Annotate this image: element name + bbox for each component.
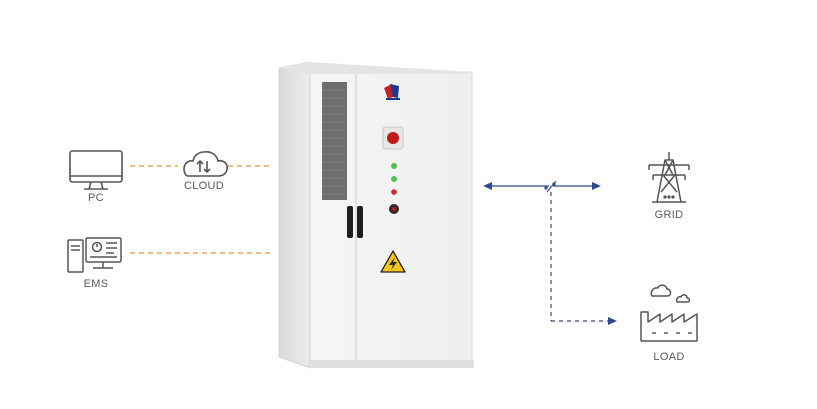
pc-label: PC — [88, 192, 104, 204]
ems-workstation-icon — [67, 237, 122, 273]
indicator-led-1 — [391, 163, 397, 169]
factory-icon — [640, 284, 698, 342]
transmission-tower-icon — [648, 152, 690, 203]
battery-cabinet — [278, 61, 474, 369]
comm-lines — [130, 165, 272, 254]
brand-logo — [384, 84, 400, 100]
power-lines — [483, 180, 617, 325]
cabinet-top — [279, 62, 472, 74]
warning-icon — [380, 250, 406, 273]
door-handle-left — [347, 206, 353, 238]
arrow-load — [608, 317, 617, 325]
arrow-left — [483, 182, 492, 190]
indicator-led-2 — [391, 176, 397, 182]
cloud-sync-icon — [183, 151, 228, 177]
door-handle-right — [357, 206, 363, 238]
load-label: LOAD — [653, 351, 685, 363]
grid-label: GRID — [654, 209, 684, 221]
cloud-label: CLOUD — [183, 180, 224, 192]
monitor-icon — [69, 150, 123, 190]
emergency-stop-button — [387, 132, 399, 144]
indicator-led-3 — [391, 189, 397, 195]
cabinet-side-panel — [278, 61, 311, 369]
ems-label: EMS — [83, 278, 109, 290]
arrow-right — [592, 182, 601, 190]
vent-grille — [322, 82, 347, 200]
